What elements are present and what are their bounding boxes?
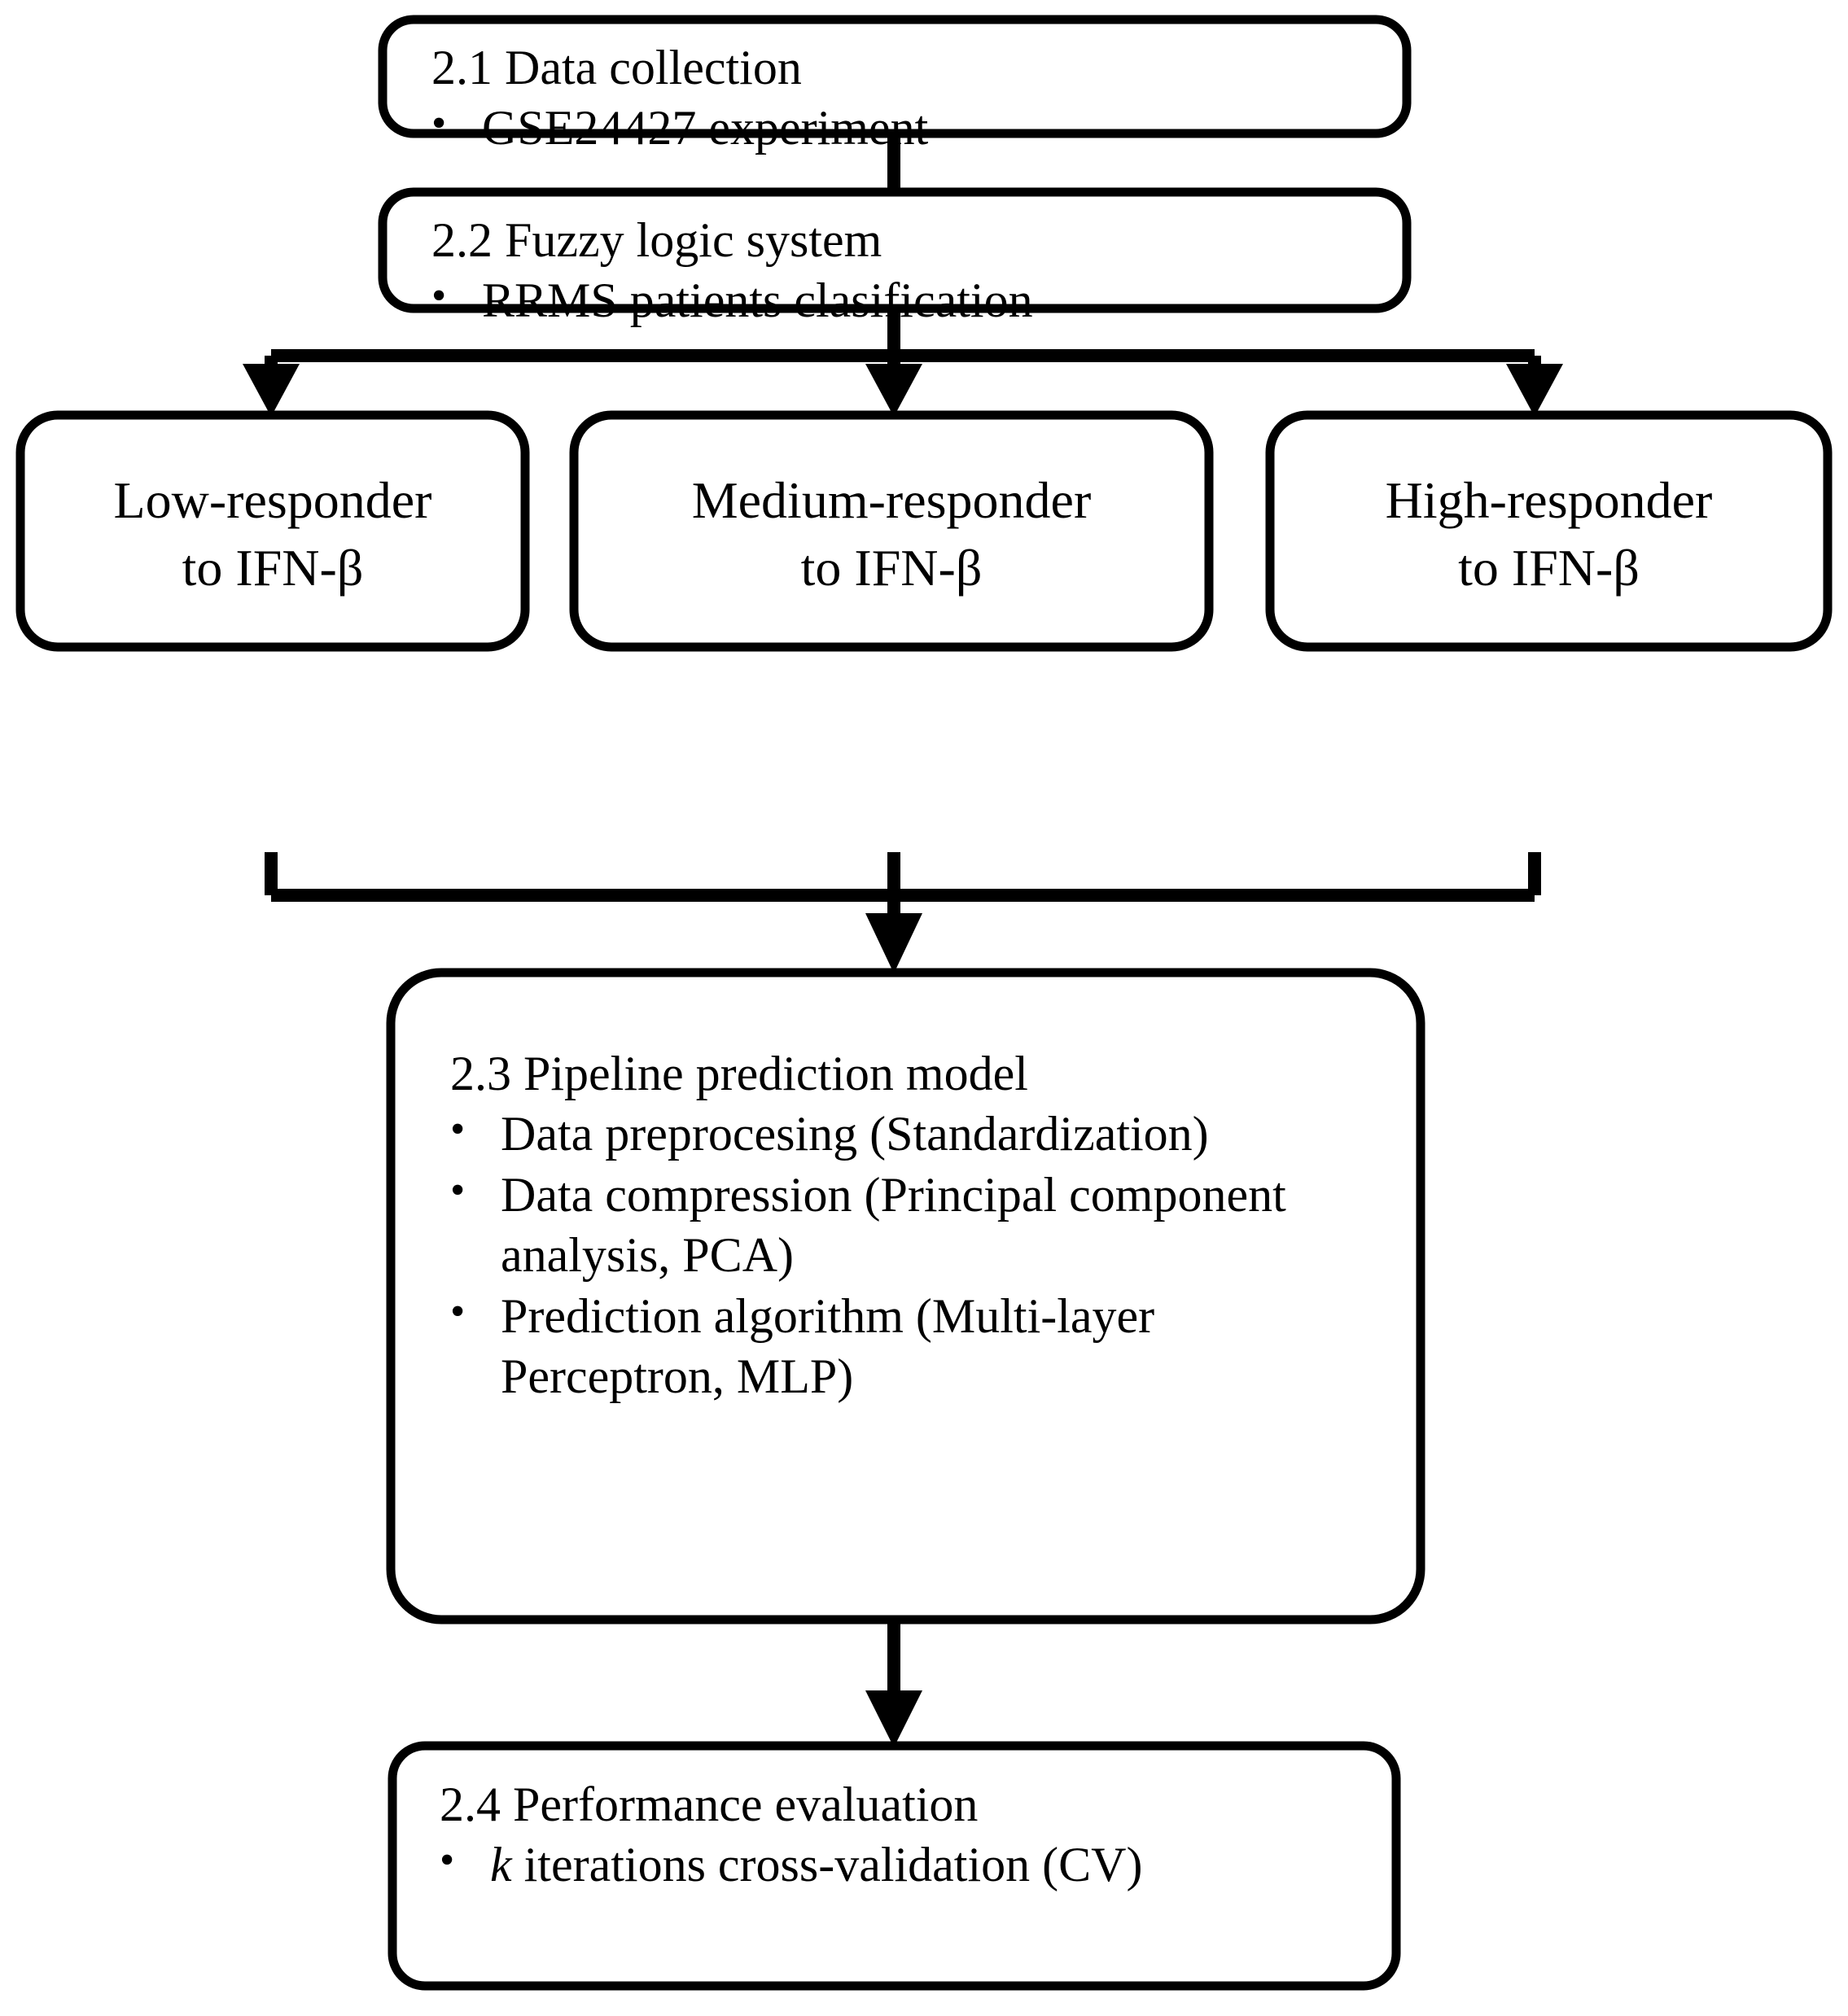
performance-eval-bullet-0-label: k iterations cross-validation (CV) xyxy=(490,1835,1384,1895)
pipeline-model-bullet-2: • Prediction algorithm (Multi-layer Perc… xyxy=(450,1286,1374,1407)
fuzzy-logic-bullet-0: • RRMS patients clasification xyxy=(431,270,1392,330)
data-collection-bullet-0-label: GSE24427 experiment xyxy=(482,101,929,155)
node-medium-responder-shape xyxy=(569,410,1214,652)
edge-responders-to-pipeline xyxy=(265,852,1541,973)
medium-responder-line-1: Medium-responder xyxy=(691,471,1092,529)
data-collection-bullet-0: • GSE24427 experiment xyxy=(431,98,1392,158)
node-data-collection-text: 2.1 Data collection • GSE24427 experimen… xyxy=(431,37,1392,159)
bullet-icon: • xyxy=(450,1288,466,1335)
node-fuzzy-logic-text: 2.2 Fuzzy logic system • RRMS patients c… xyxy=(431,210,1392,331)
node-data-collection-shape xyxy=(378,15,1412,138)
node-fuzzy-logic-shape xyxy=(378,187,1412,313)
low-responder-line-1: Low-responder xyxy=(113,471,432,529)
node-high-responder-text: High-responder to IFN-β xyxy=(1274,466,1824,601)
fuzzy-logic-heading: 2.2 Fuzzy logic system xyxy=(431,213,882,267)
node-low-responder-shape xyxy=(15,410,530,652)
low-responder-line-2: to IFN-β xyxy=(182,539,364,597)
edge-fuzzy-branch-bus xyxy=(243,308,1563,417)
data-collection-heading: 2.1 Data collection xyxy=(431,41,802,94)
pipeline-model-bullet-0: • Data preprocesing (Standardization) xyxy=(450,1104,1374,1164)
pipeline-model-bullet-1-label: Data compression (Principal component an… xyxy=(501,1167,1286,1283)
node-medium-responder-text: Medium-responder to IFN-β xyxy=(578,466,1205,601)
node-pipeline-model-text: 2.3 Pipeline prediction model • Data pre… xyxy=(450,1043,1374,1406)
fuzzy-logic-bullet-0-label: RRMS patients clasification xyxy=(482,273,1033,328)
performance-eval-bullet-rest: iterations cross-validation (CV) xyxy=(511,1838,1143,1892)
bullet-icon: • xyxy=(450,1106,466,1153)
pipeline-model-bullet-2-label: Prediction algorithm (Multi-layer Percep… xyxy=(501,1288,1155,1403)
node-high-responder-shape xyxy=(1265,410,1833,652)
pipeline-model-bullet-1: • Data compression (Principal component … xyxy=(450,1165,1374,1286)
bullet-icon: • xyxy=(431,100,447,147)
bullet-icon: • xyxy=(440,1837,455,1884)
node-performance-eval-shape xyxy=(388,1741,1401,1991)
high-responder-line-2: to IFN-β xyxy=(1458,539,1640,597)
pipeline-model-bullet-0-label: Data preprocesing (Standardization) xyxy=(501,1107,1209,1161)
pipeline-model-heading: 2.3 Pipeline prediction model xyxy=(450,1047,1028,1100)
bullet-icon: • xyxy=(431,273,447,320)
high-responder-line-1: High-responder xyxy=(1385,471,1713,529)
performance-eval-heading: 2.4 Performance evaluation xyxy=(440,1778,979,1831)
node-performance-eval-text: 2.4 Performance evaluation • k iteration… xyxy=(440,1774,1384,1896)
node-pipeline-model-shape xyxy=(386,968,1425,1625)
performance-eval-bullet-0: • k iterations cross-validation (CV) xyxy=(440,1835,1384,1895)
bullet-icon: • xyxy=(450,1166,466,1214)
medium-responder-line-2: to IFN-β xyxy=(800,539,983,597)
edge-pipeline-to-evaluation xyxy=(865,1616,922,1747)
k-symbol: k xyxy=(490,1838,512,1892)
node-low-responder-text: Low-responder to IFN-β xyxy=(24,466,521,601)
